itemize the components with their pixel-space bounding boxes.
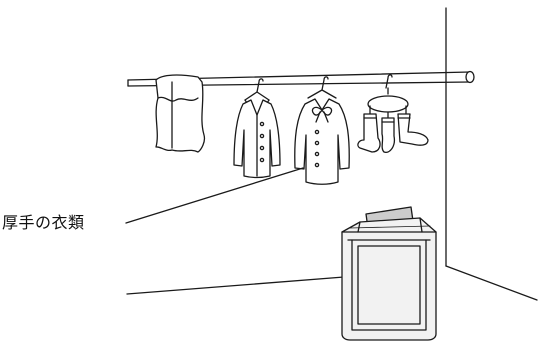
jacket-icon — [234, 92, 280, 178]
socks-hanger-icon — [358, 88, 428, 152]
dehumidifier-icon — [342, 207, 436, 340]
callout-label-heavy-clothing: 厚手の衣類 — [2, 209, 85, 233]
towel-icon — [156, 75, 204, 152]
callout-leader-line — [126, 168, 303, 223]
coat-icon — [295, 90, 349, 184]
